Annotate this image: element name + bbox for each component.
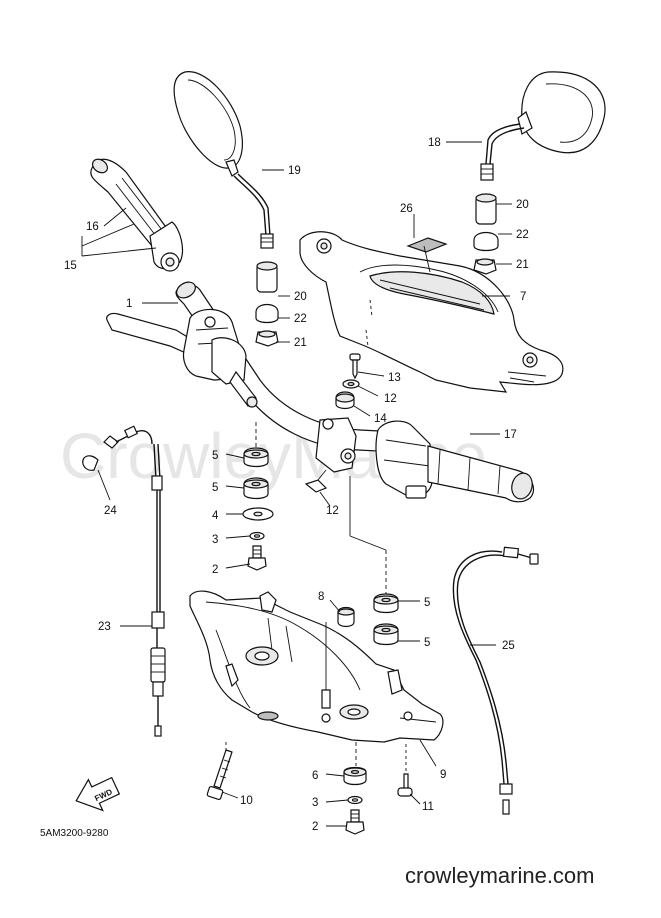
callout-9: 9 [440, 769, 446, 781]
bolt-2-upper [247, 545, 267, 571]
callout-18: 18 [428, 137, 441, 149]
screw-11 [397, 773, 413, 797]
callout-5-a: 5 [212, 450, 218, 462]
site-url[interactable]: crowleymarine.com [405, 863, 595, 888]
assembly-lines [225, 245, 431, 772]
left-adapter-stack [255, 261, 279, 347]
washer-3-lower [347, 795, 363, 805]
washer-12-upper [342, 379, 360, 389]
callout-16: 16 [86, 221, 99, 233]
washer-4 [242, 507, 274, 521]
left-mirror [173, 71, 274, 249]
grommet-14 [335, 391, 355, 410]
callout-23: 23 [98, 621, 111, 633]
callout-3-lower: 3 [312, 797, 318, 809]
throttle-cable-23 [103, 425, 166, 737]
callout-24: 24 [104, 505, 117, 517]
callout-12-upper: 12 [384, 393, 397, 405]
washer-3-upper [249, 531, 265, 541]
callout-14: 14 [374, 413, 387, 425]
callout-21-right: 21 [516, 259, 529, 271]
diagram-code: 5AM3200-9280 [40, 828, 109, 839]
callout-26: 26 [400, 203, 413, 215]
callout-25: 25 [502, 640, 515, 652]
callout-22-right: 22 [516, 229, 529, 241]
collar-6 [343, 766, 367, 786]
bolt-2-lower [345, 809, 365, 835]
callout-20-right: 20 [516, 199, 529, 211]
callout-leaders [81, 141, 512, 827]
right-mirror [480, 71, 606, 181]
callout-10: 10 [240, 795, 253, 807]
handlebar-under-cover [189, 590, 444, 743]
callout-8: 8 [318, 591, 324, 603]
cable-clip-24 [82, 455, 99, 471]
screw-13 [349, 353, 361, 380]
callout-15: 15 [64, 260, 77, 272]
right-adapter-stack [473, 193, 499, 275]
grommet-5-b [243, 477, 269, 500]
callout-2-upper: 2 [212, 564, 218, 576]
callout-7: 7 [520, 291, 526, 303]
grommet-5-a [243, 447, 269, 468]
grommet-5-c [373, 593, 399, 614]
callout-5-c: 5 [424, 597, 430, 609]
callout-2-lower: 2 [312, 821, 318, 833]
callout-5-b: 5 [212, 482, 218, 494]
right-throttle-grip [375, 420, 535, 503]
callout-3-upper: 3 [212, 534, 218, 546]
callout-6: 6 [312, 770, 318, 782]
callout-numbers: 1 2 2 3 3 4 5 5 5 5 6 7 8 9 10 11 12 12 … [64, 137, 529, 833]
bolt-10 [206, 749, 233, 800]
callout-1: 1 [126, 298, 132, 310]
callout-22-left: 22 [294, 313, 307, 325]
grommet-5-d [373, 623, 399, 646]
callout-11: 11 [422, 801, 434, 813]
callout-21-left: 21 [294, 337, 307, 349]
callout-12-lower: 12 [326, 505, 339, 517]
callout-13: 13 [388, 372, 401, 384]
washer-12-lower [304, 479, 328, 493]
left-brake-lever [106, 308, 258, 408]
callout-17: 17 [504, 429, 517, 441]
left-grip [90, 158, 184, 272]
collar-8 [337, 606, 355, 628]
callout-5-d: 5 [424, 637, 430, 649]
callout-4: 4 [212, 510, 219, 522]
cable-25 [452, 546, 539, 815]
callout-19: 19 [288, 165, 301, 177]
callout-20-left: 20 [294, 291, 307, 303]
front-handlebar-cover [299, 231, 564, 393]
handlebar-clamp-bracket [315, 417, 357, 481]
fwd-arrow: FWD [75, 776, 121, 812]
